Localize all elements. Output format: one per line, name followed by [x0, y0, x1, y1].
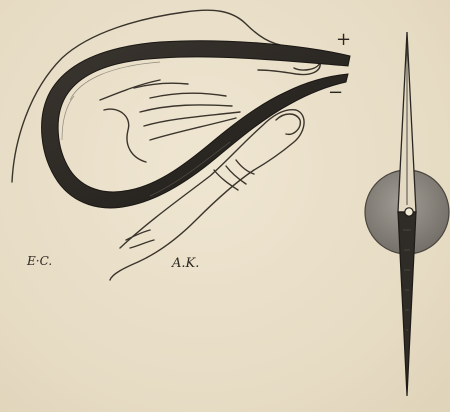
- plus-sign-label: +: [336, 31, 351, 49]
- minus-sign-label: −: [328, 84, 343, 102]
- compass-needle: [365, 32, 449, 396]
- artist-initials-right: A.K.: [172, 257, 199, 270]
- needle-pivot: [405, 208, 413, 216]
- thumb-nail: [276, 114, 300, 134]
- needle-lower-half: [398, 212, 416, 396]
- artist-initials-left: E·C.: [27, 255, 52, 267]
